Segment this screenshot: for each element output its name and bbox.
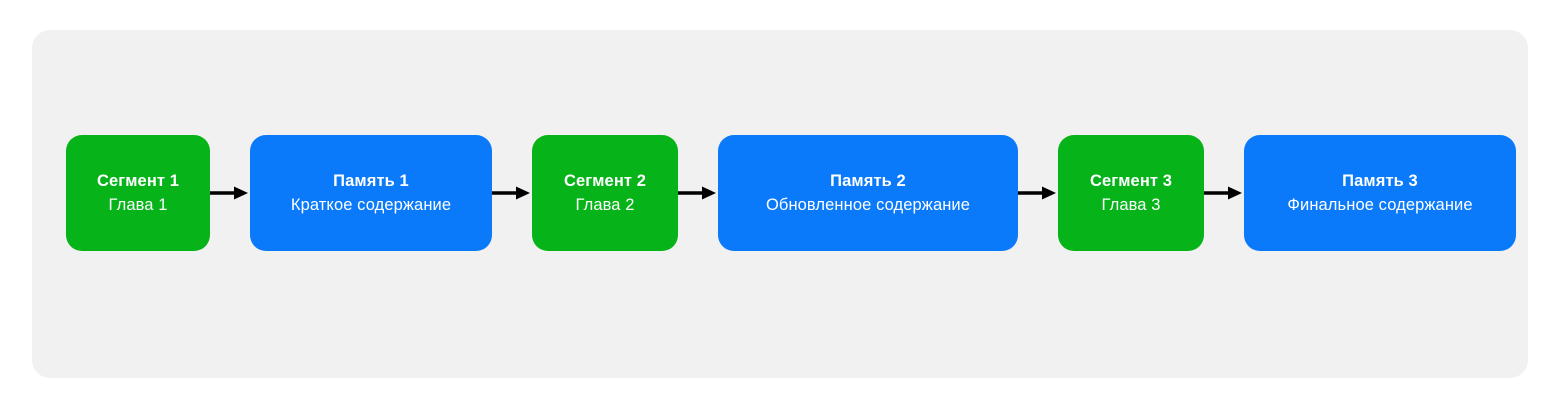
- flow-node-title: Сегмент 1: [96, 171, 180, 190]
- flow-node-title: Память 1: [333, 171, 409, 190]
- flow-node-title: Сегмент 3: [1089, 171, 1173, 190]
- flow-node-subtitle: Глава 1: [108, 195, 168, 214]
- arrow-right-icon: [1018, 184, 1058, 202]
- flow-node-subtitle: Обновленное содержание: [765, 195, 971, 214]
- flow-node-memory-3[interactable]: Память 3 Финальное содержание: [1244, 135, 1516, 251]
- flow-sequence: Сегмент 1 Глава 1 Память 1 Краткое содер…: [66, 135, 1516, 251]
- flow-node-subtitle: Краткое содержание: [290, 195, 452, 214]
- flow-node-subtitle: Глава 3: [1101, 195, 1161, 214]
- flow-node-subtitle: Финальное содержание: [1287, 195, 1473, 214]
- flow-node-segment-1[interactable]: Сегмент 1 Глава 1: [66, 135, 210, 251]
- flow-node-segment-3[interactable]: Сегмент 3 Глава 3: [1058, 135, 1204, 251]
- flow-node-subtitle: Глава 2: [575, 195, 635, 214]
- flow-node-segment-2[interactable]: Сегмент 2 Глава 2: [532, 135, 678, 251]
- arrow-right-icon: [1204, 184, 1244, 202]
- flow-panel: Сегмент 1 Глава 1 Память 1 Краткое содер…: [32, 30, 1528, 378]
- flow-node-title: Память 3: [1342, 171, 1418, 190]
- arrow-right-icon: [210, 184, 250, 202]
- flow-node-memory-1[interactable]: Память 1 Краткое содержание: [250, 135, 492, 251]
- flow-node-title: Сегмент 2: [563, 171, 647, 190]
- arrow-right-icon: [678, 184, 718, 202]
- arrow-right-icon: [492, 184, 532, 202]
- flow-node-title: Память 2: [830, 171, 906, 190]
- flow-node-memory-2[interactable]: Память 2 Обновленное содержание: [718, 135, 1018, 251]
